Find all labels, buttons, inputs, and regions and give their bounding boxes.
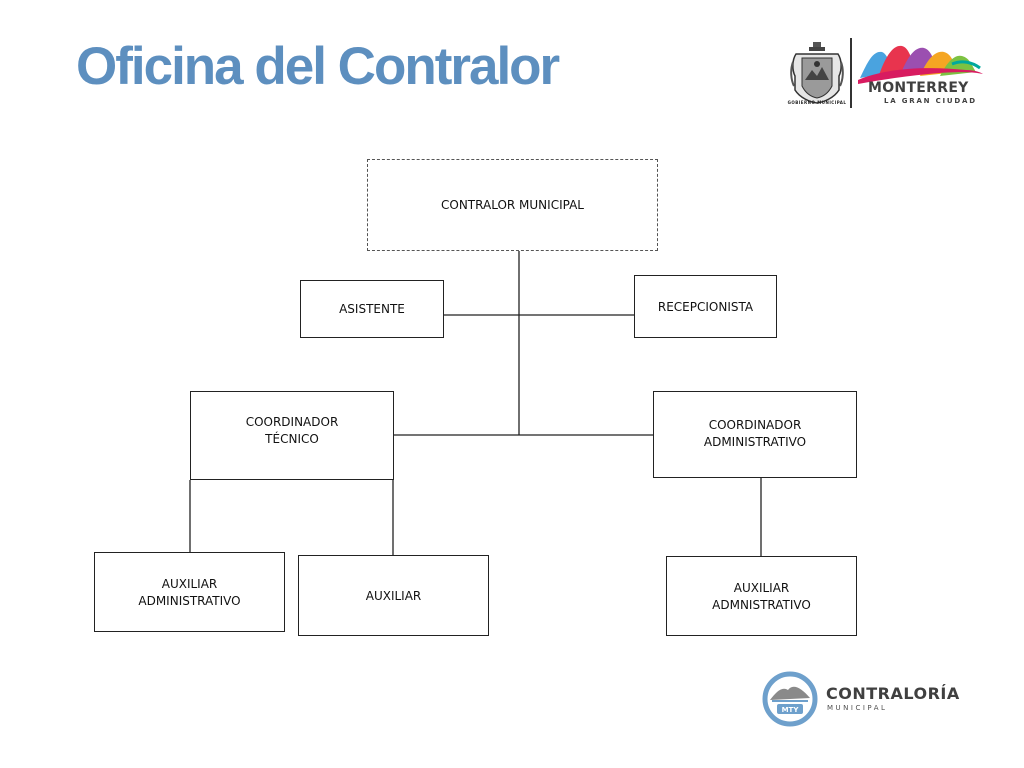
node-aux-admin-right-line1: AUXILIAR: [733, 581, 790, 595]
node-recepcionista: RECEPCIONISTA: [634, 275, 777, 338]
node-asistente: ASISTENTE: [300, 280, 444, 338]
monterrey-hills-logo-icon: [856, 40, 984, 84]
node-auxiliar-administrativo-left: AUXILIAR ADMINISTRATIVO: [94, 552, 285, 632]
node-coordinador-tecnico: COORDINADOR TÉCNICO: [190, 391, 394, 480]
node-coord-tecnico-line2: TÉCNICO: [265, 432, 319, 446]
contraloria-badge-text: MTY: [782, 706, 800, 714]
node-coord-admin-line1: COORDINADOR: [708, 418, 802, 432]
node-contralor-label: CONTRALOR MUNICIPAL: [441, 197, 584, 212]
node-aux-admin-left-line1: AUXILIAR: [161, 577, 218, 591]
node-contralor-municipal: CONTRALOR MUNICIPAL: [367, 159, 658, 251]
node-coord-admin-line2: ADMINISTRATIVO: [703, 435, 807, 449]
node-auxiliar: AUXILIAR: [298, 555, 489, 636]
slide-title: Oficina del Contralor: [76, 37, 560, 96]
node-aux-admin-right-line2: ADMNISTRATIVO: [712, 598, 811, 612]
monterrey-tagline: LA GRAN CIUDAD: [884, 97, 977, 105]
contraloria-mty-logo-icon: MTY: [760, 670, 822, 728]
coat-of-arms-seal: [790, 40, 844, 106]
node-recepcionista-label: RECEPCIONISTA: [657, 300, 754, 314]
contraloria-subtitle: MUNICIPAL: [827, 704, 888, 712]
node-auxiliar-administrativo-right: AUXILIAR ADMNISTRATIVO: [666, 556, 857, 636]
seal-caption: GOBIERNO MUNICIPAL: [787, 100, 847, 105]
node-asistente-label: ASISTENTE: [339, 301, 405, 316]
node-aux-admin-left-line2: ADMINISTRATIVO: [138, 594, 241, 608]
node-coord-tecnico-line1: COORDINADOR: [245, 415, 339, 429]
node-auxiliar-label: AUXILIAR: [365, 589, 422, 603]
node-coordinador-administrativo: COORDINADOR ADMINISTRATIVO: [653, 391, 857, 478]
contraloria-wordmark: CONTRALORÍA: [826, 684, 960, 703]
monterrey-wordmark: MONTERREY: [868, 80, 969, 96]
logo-divider: [850, 38, 852, 108]
